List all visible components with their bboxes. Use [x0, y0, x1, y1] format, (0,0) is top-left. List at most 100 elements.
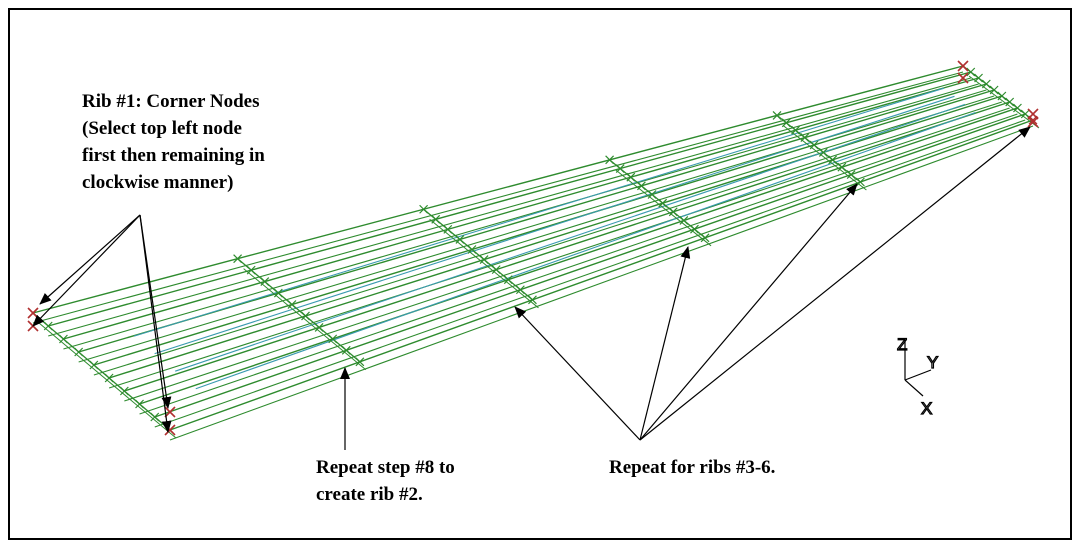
- stringer-line: [139, 107, 1018, 405]
- node-mark: [301, 311, 310, 321]
- repeat-step8-label: Repeat step #8 to create rib #2.: [316, 454, 455, 508]
- node-mark: [668, 207, 678, 217]
- node-mark: [431, 214, 441, 224]
- node-mark: [528, 295, 537, 305]
- node-mark: [800, 133, 810, 143]
- stringer-line: [139, 113, 1018, 415]
- triad-x-label: X: [921, 399, 932, 418]
- wing-mesh: [32, 65, 1040, 441]
- rib-line: [32, 312, 171, 431]
- corner-node-mark: [27, 307, 39, 319]
- stringer-line: [48, 71, 971, 327]
- rib-line: [968, 75, 1040, 129]
- node-mark: [260, 277, 270, 287]
- corner-node-mark: [957, 72, 969, 84]
- callout-arrow: [514, 306, 641, 441]
- coordinate-triad: Z Y X: [896, 334, 939, 418]
- corner-node-mark: [957, 60, 969, 72]
- spar-line: [133, 87, 945, 337]
- node-mark: [636, 181, 646, 191]
- node-mark: [503, 275, 513, 285]
- node-mark: [791, 125, 800, 135]
- spar-line: [175, 103, 966, 372]
- stringer-line: [108, 95, 1003, 379]
- stringer-line: [63, 83, 979, 350]
- node-mark: [997, 91, 1007, 101]
- rib-line: [776, 114, 861, 183]
- spar-line: [195, 111, 976, 390]
- rib-line: [243, 268, 367, 371]
- node-mark: [491, 265, 501, 275]
- node-mark: [989, 85, 999, 95]
- node-mark: [679, 216, 689, 225]
- rib-line: [609, 159, 706, 239]
- node-mark: [846, 170, 856, 180]
- callout-arrow: [639, 126, 1031, 441]
- node-mark: [119, 386, 129, 396]
- step8-label-line: Repeat step #8 to: [316, 457, 455, 478]
- node-mark: [626, 172, 636, 182]
- stringer-line: [124, 107, 1010, 402]
- node-mark: [966, 67, 976, 77]
- node-mark: [104, 373, 114, 383]
- node-mark: [150, 412, 160, 422]
- rib-line: [429, 218, 539, 309]
- node-mark: [828, 155, 838, 165]
- repeat-ribs-label: Repeat for ribs #3-6.: [609, 457, 776, 478]
- node-mark: [59, 334, 68, 344]
- node-mark: [690, 224, 699, 234]
- stringer-line: [48, 77, 971, 337]
- rib1-label-line: (Select top left node: [82, 118, 242, 139]
- rib-line: [423, 208, 533, 301]
- callout-arrow: [32, 214, 141, 327]
- corner-node-mark: [164, 406, 176, 418]
- corner-node-mark: [1027, 108, 1039, 120]
- node-mark: [605, 155, 615, 165]
- stringer-line: [124, 101, 1010, 392]
- node-mark: [467, 245, 477, 254]
- stringer-line: [154, 113, 1026, 418]
- corner-node-mark: [1027, 116, 1039, 128]
- node-mark: [287, 300, 297, 309]
- node-mark: [818, 147, 828, 157]
- node-mark: [314, 322, 324, 332]
- node-mark: [455, 235, 465, 244]
- stringer-line: [93, 95, 995, 376]
- node-mark: [658, 198, 668, 208]
- node-mark: [419, 204, 429, 214]
- rib-line: [782, 125, 867, 191]
- stringer-line: [93, 89, 995, 366]
- node-mark: [74, 347, 84, 357]
- node-mark: [837, 162, 847, 172]
- node-mark: [647, 190, 657, 199]
- node-mark: [479, 255, 489, 264]
- callout-arrows: [32, 126, 1031, 450]
- stringer-line: [32, 71, 964, 324]
- node-mark: [809, 140, 819, 150]
- node-mark: [615, 164, 625, 173]
- triad-y-label: Y: [927, 353, 938, 372]
- stringer-line: [78, 89, 987, 363]
- rib1-corner-nodes-label: Rib #1: Corner Nodes (Select top left no…: [82, 88, 265, 196]
- node-mark: [981, 79, 991, 89]
- rib-line: [237, 258, 361, 363]
- node-mark: [1005, 97, 1015, 107]
- step8-label-line: create rib #2.: [316, 484, 423, 505]
- rib1-label-line: clockwise manner): [82, 172, 234, 193]
- node-mark: [772, 110, 782, 120]
- node-mark: [974, 73, 983, 83]
- node-mark: [443, 224, 453, 234]
- callout-arrow: [139, 214, 172, 433]
- rib-line: [615, 169, 712, 247]
- stringer-line: [108, 101, 1003, 389]
- rib1-label-line: first then remaining in: [82, 145, 265, 166]
- node-mark: [328, 334, 338, 344]
- rib1-label-line: Rib #1: Corner Nodes: [82, 91, 260, 112]
- callout-arrow: [639, 183, 858, 441]
- spar-line: [154, 95, 955, 355]
- node-mark: [515, 285, 525, 295]
- figure-frame: [8, 8, 1072, 540]
- node-mark: [89, 360, 99, 370]
- stringer-line: [169, 119, 1034, 431]
